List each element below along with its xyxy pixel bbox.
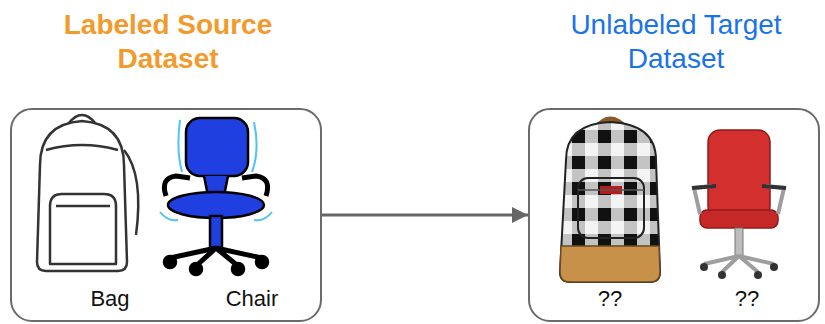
source-dataset-box: Labeled Source DatasetBagChair xyxy=(10,108,322,322)
flow-arrow xyxy=(322,214,528,217)
unknown-label: ?? xyxy=(598,286,622,312)
backpack-photo xyxy=(560,119,660,282)
chair-clipart xyxy=(160,118,272,275)
office-chair-photo xyxy=(692,130,786,279)
dataset-title: Unlabeled Target Dataset xyxy=(536,8,816,76)
dataset-title: Labeled Source Dataset xyxy=(33,8,303,76)
class-label: Chair xyxy=(226,286,279,312)
class-label: Bag xyxy=(90,286,129,312)
target-dataset-box: Unlabeled Target Dataset???? xyxy=(528,108,820,322)
unknown-label: ?? xyxy=(735,286,759,312)
bag-sketch xyxy=(37,115,138,271)
